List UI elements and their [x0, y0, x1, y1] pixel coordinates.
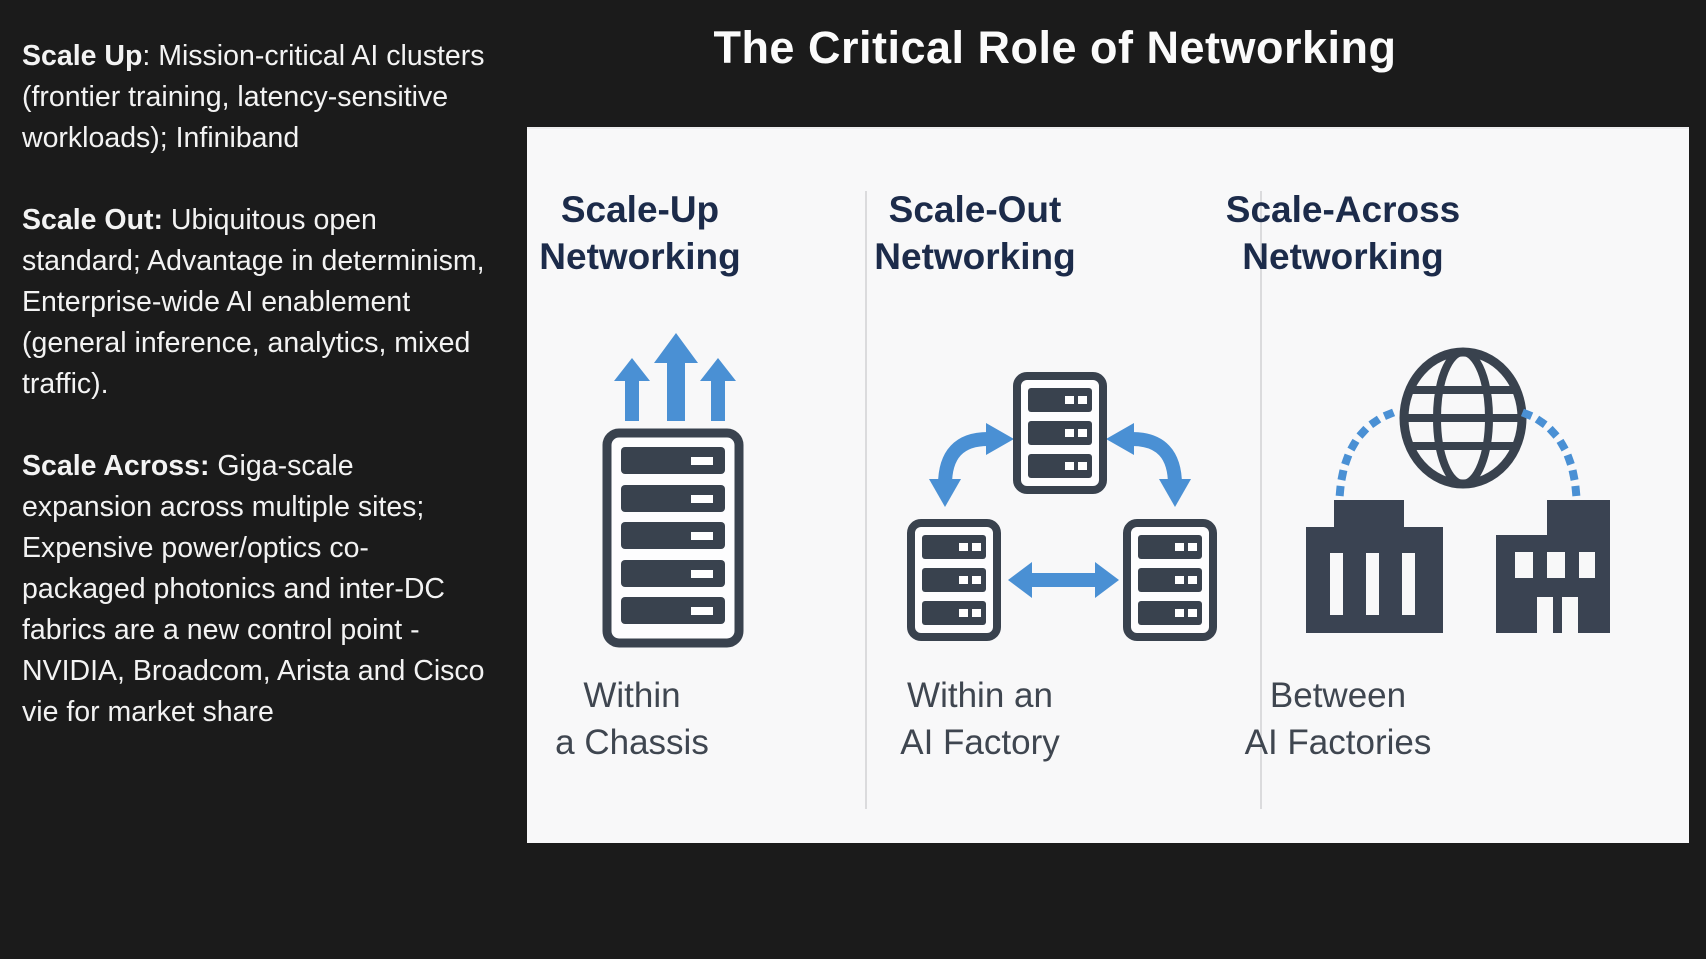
scale-out-caption-line2: AI Factory	[900, 723, 1060, 762]
column-divider-1	[865, 191, 867, 809]
scale-across-caption-line2: AI Factories	[1244, 723, 1432, 762]
note-scale-across: Scale Across: Giga-scale expansion acros…	[22, 446, 488, 733]
note-scale-out: Scale Out: Ubiquitous open standard; Adv…	[22, 200, 488, 405]
scale-out-heading-line1: Scale-Out	[888, 189, 1062, 230]
scale-up-heading-line2: Networking	[539, 236, 741, 277]
note-scale-up: Scale Up: Mission-critical AI clusters (…	[22, 36, 488, 159]
note-scale-up-lead: Scale Up	[22, 40, 143, 72]
page-title: The Critical Role of Networking	[713, 22, 1397, 73]
networking-diagram-panel: Scale-Up Networking Within a Chassis Sca…	[527, 127, 1689, 843]
server-rack-up-arrows-icon	[602, 333, 744, 648]
globe-linked-buildings-icon	[1306, 347, 1610, 633]
scale-up-caption-line2: a Chassis	[555, 723, 709, 762]
note-scale-up-body: : Mission-critical AI clusters (frontier…	[22, 40, 485, 154]
scale-up-heading-line1: Scale-Up	[560, 189, 720, 230]
scale-out-caption-line1: Within an	[907, 676, 1053, 715]
scale-across-caption-line1: Between	[1269, 676, 1407, 715]
scale-across-heading-line2: Networking	[1242, 236, 1444, 277]
note-scale-across-body: Giga-scale expansion across multiple sit…	[22, 450, 485, 728]
note-scale-across-lead: Scale Across:	[22, 450, 210, 482]
scale-across-heading-line1: Scale-Across	[1225, 189, 1461, 230]
column-divider-2	[1260, 191, 1262, 809]
server-cluster-cycle-arrows-icon	[907, 372, 1217, 641]
scale-up-caption-line1: Within	[583, 676, 681, 715]
scale-out-heading-line2: Networking	[874, 236, 1076, 277]
note-scale-out-lead: Scale Out:	[22, 204, 163, 236]
sidebar-notes: Scale Up: Mission-critical AI clusters (…	[22, 36, 488, 774]
note-scale-out-body: Ubiquitous open standard; Advantage in d…	[22, 204, 485, 400]
